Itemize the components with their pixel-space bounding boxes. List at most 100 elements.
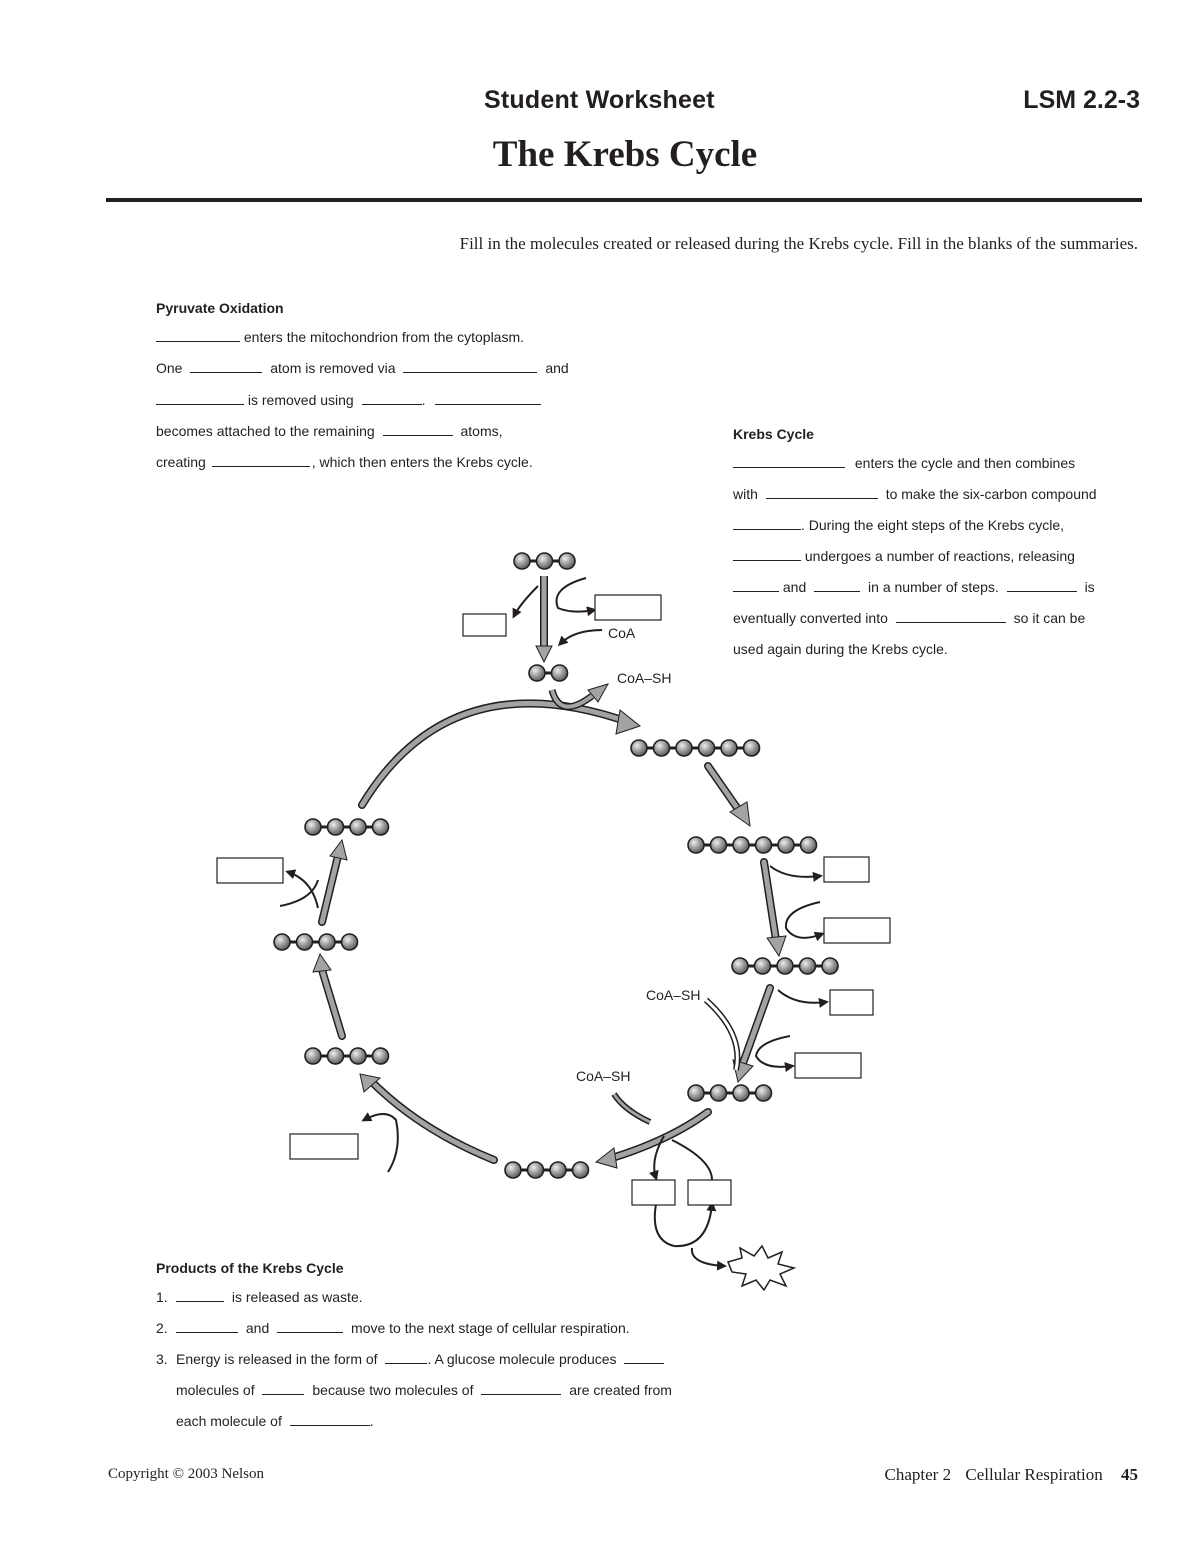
answer-box[interactable]	[216, 857, 284, 884]
summary-text: is removed using	[247, 392, 354, 408]
blank-line[interactable]	[156, 392, 244, 405]
summary-text: Energy is released in the form of	[176, 1351, 378, 1367]
summary-text: enters the mitochondrion from the cytopl…	[243, 329, 525, 345]
4-carbon-chain	[304, 818, 390, 836]
summary-text: undergoes a number of reactions, releasi…	[804, 548, 1075, 564]
blank-line[interactable]	[895, 610, 1006, 623]
3-carbon-chain	[513, 552, 576, 570]
answer-boxes	[216, 594, 891, 1206]
blank-line[interactable]	[814, 579, 861, 592]
carbon-atom	[742, 739, 761, 757]
item-number: 1.	[156, 1289, 168, 1305]
5-carbon-chain	[731, 957, 839, 975]
carbon-atom	[753, 957, 772, 975]
page-title: The Krebs Cycle	[492, 134, 758, 175]
carbon-atom	[720, 739, 738, 757]
blank-line[interactable]	[733, 579, 779, 592]
carbon-atom	[697, 739, 716, 757]
blank-line[interactable]	[403, 360, 538, 373]
carbon-atom	[732, 1084, 750, 1102]
carbon-atom	[732, 836, 750, 854]
page-footer: Chapter 2 Cellular Respiration 45	[885, 1465, 1138, 1485]
blank-line[interactable]	[624, 1351, 665, 1364]
instructions: Fill in the molecules created or release…	[459, 234, 1138, 253]
4-carbon-chain	[273, 933, 359, 951]
chapter-label: Chapter 2	[884, 1465, 952, 1484]
answer-box[interactable]	[823, 856, 870, 883]
carbon-atom	[371, 1047, 390, 1065]
carbon-atom	[731, 957, 749, 975]
item-number: 3.	[156, 1351, 168, 1367]
summary-text: are created from	[569, 1382, 672, 1398]
pyruvate-arrows	[535, 576, 741, 1125]
answer-box[interactable]	[687, 1179, 732, 1206]
summary-text: becomes attached to the remaining	[156, 423, 375, 439]
summary-text: to make the six-carbon compound	[885, 486, 1097, 502]
carbon-atom	[535, 552, 554, 570]
carbon-atom	[675, 739, 693, 757]
carbon-atom	[349, 818, 367, 836]
blank-line[interactable]	[176, 1320, 238, 1333]
blank-line[interactable]	[176, 1289, 224, 1302]
carbon-atom	[549, 1161, 567, 1179]
carbon-atom	[326, 818, 345, 836]
answer-box[interactable]	[289, 1133, 359, 1160]
4-carbon-chain	[304, 1047, 390, 1065]
blank-line[interactable]	[382, 423, 453, 436]
answer-box[interactable]	[823, 917, 891, 944]
carbon-atom	[340, 933, 359, 951]
carbon-atom	[776, 957, 794, 975]
summary-line: One atom is removed via and	[156, 358, 569, 378]
blank-line[interactable]	[277, 1320, 344, 1333]
blank-line[interactable]	[765, 486, 878, 499]
summary-line: used again during the Krebs cycle.	[733, 639, 1097, 659]
section-heading: Products of the Krebs Cycle	[156, 1260, 344, 1276]
blank-line[interactable]	[481, 1382, 562, 1395]
summary-text: atom is removed via	[270, 360, 396, 376]
blank-line[interactable]	[361, 392, 422, 405]
summary-text: each molecule of	[176, 1413, 282, 1429]
section-heading: Krebs Cycle	[733, 426, 814, 442]
6-carbon-chain	[687, 836, 818, 854]
summary-text: and	[782, 579, 807, 595]
summary-text: in a number of steps.	[868, 579, 999, 595]
summary-line: undergoes a number of reactions, releasi…	[733, 546, 1097, 566]
answer-box[interactable]	[794, 1052, 862, 1079]
blank-line[interactable]	[385, 1351, 428, 1364]
krebs-cycle-section: Krebs Cycle enters the cycle and then co…	[733, 426, 1097, 659]
blank-line[interactable]	[156, 329, 240, 342]
copyright-notice: Copyright © 2003 Nelson	[108, 1466, 264, 1482]
summary-text: molecules of	[176, 1382, 255, 1398]
answer-box[interactable]	[829, 989, 874, 1016]
answer-box[interactable]	[631, 1179, 676, 1206]
blank-line[interactable]	[733, 455, 845, 468]
blank-line[interactable]	[262, 1382, 305, 1395]
2-carbon-chain	[528, 664, 569, 682]
carbon-atom	[504, 1161, 522, 1179]
blank-line[interactable]	[1006, 579, 1077, 592]
blank-line[interactable]	[211, 454, 310, 467]
summary-line: enters the cycle and then combines	[733, 453, 1097, 473]
summary-text: enters the cycle and then combines	[854, 455, 1076, 471]
section-heading: Pyruvate Oxidation	[156, 300, 284, 316]
energy-starburst-icon	[726, 1244, 797, 1292]
carbon-atom	[709, 1084, 728, 1102]
product-item: 1. is released as waste.	[156, 1287, 672, 1307]
coa-sh-label: CoA–SH	[617, 670, 671, 686]
summary-line: with to make the six-carbon compound	[733, 484, 1097, 504]
carbon-atom	[754, 1084, 773, 1102]
blank-line[interactable]	[289, 1413, 370, 1426]
blank-line[interactable]	[190, 360, 263, 373]
blank-line[interactable]	[733, 517, 801, 530]
carbon-atom	[526, 1161, 545, 1179]
summary-line: is removed using .	[156, 390, 569, 410]
cycle-arrows	[312, 699, 787, 1169]
summary-line: enters the mitochondrion from the cytopl…	[156, 327, 569, 347]
blank-line[interactable]	[435, 392, 542, 405]
blank-line[interactable]	[733, 548, 801, 561]
answer-box[interactable]	[594, 594, 662, 621]
summary-text: because two molecules of	[312, 1382, 474, 1398]
answer-box[interactable]	[462, 613, 507, 637]
carbon-atom	[709, 836, 728, 854]
